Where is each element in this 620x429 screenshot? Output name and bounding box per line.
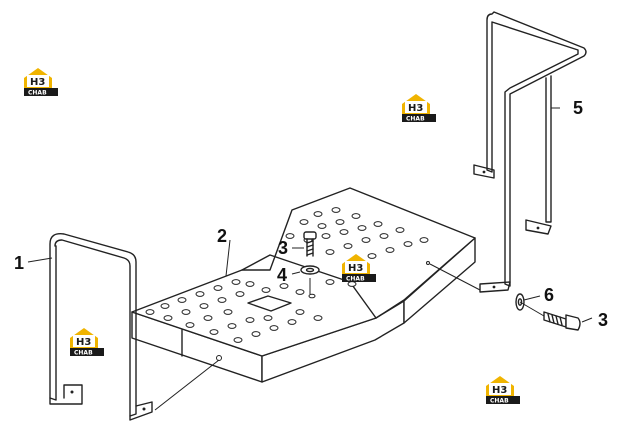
right-handle: [473, 11, 587, 293]
watermark-logo: H3 CHAB: [402, 94, 436, 123]
callout-5: 5: [573, 98, 583, 118]
platform-holes: [145, 207, 429, 343]
svg-text:H3: H3: [76, 337, 91, 348]
svg-text:CHAB: CHAB: [28, 90, 47, 97]
callout-1: 1: [14, 253, 24, 273]
watermark-logos: H3 CHAB H3 CHAB H3 CHAB H3 CHAB: [24, 68, 520, 405]
callout-4: 4: [277, 265, 287, 285]
svg-text:H3: H3: [492, 385, 507, 396]
watermark-logo: H3 CHAB: [70, 328, 104, 357]
svg-text:CHAB: CHAB: [346, 276, 365, 283]
svg-text:H3: H3: [30, 77, 45, 88]
svg-text:CHAB: CHAB: [490, 398, 509, 405]
leader-lines: [27, 107, 593, 411]
callout-3-upper: 3: [278, 238, 288, 258]
step-platform: [131, 187, 476, 383]
lower-bolt: [543, 311, 581, 331]
svg-text:CHAB: CHAB: [406, 116, 425, 123]
watermark-logo: H3 CHAB: [486, 376, 520, 405]
callout-3-lower: 3: [598, 310, 608, 330]
watermark-logo: H3 CHAB: [342, 254, 376, 283]
callout-2: 2: [217, 226, 227, 246]
left-handle: [49, 233, 153, 421]
svg-text:H3: H3: [348, 263, 363, 274]
svg-text:H3: H3: [408, 103, 423, 114]
upper-bolt: [303, 231, 317, 257]
svg-text:CHAB: CHAB: [74, 350, 93, 357]
watermark-logo: H3 CHAB: [24, 68, 58, 97]
washer: [300, 265, 320, 275]
callout-6: 6: [544, 285, 554, 305]
callout-numbers: 1 2 3 4 5 6 3: [14, 98, 608, 330]
